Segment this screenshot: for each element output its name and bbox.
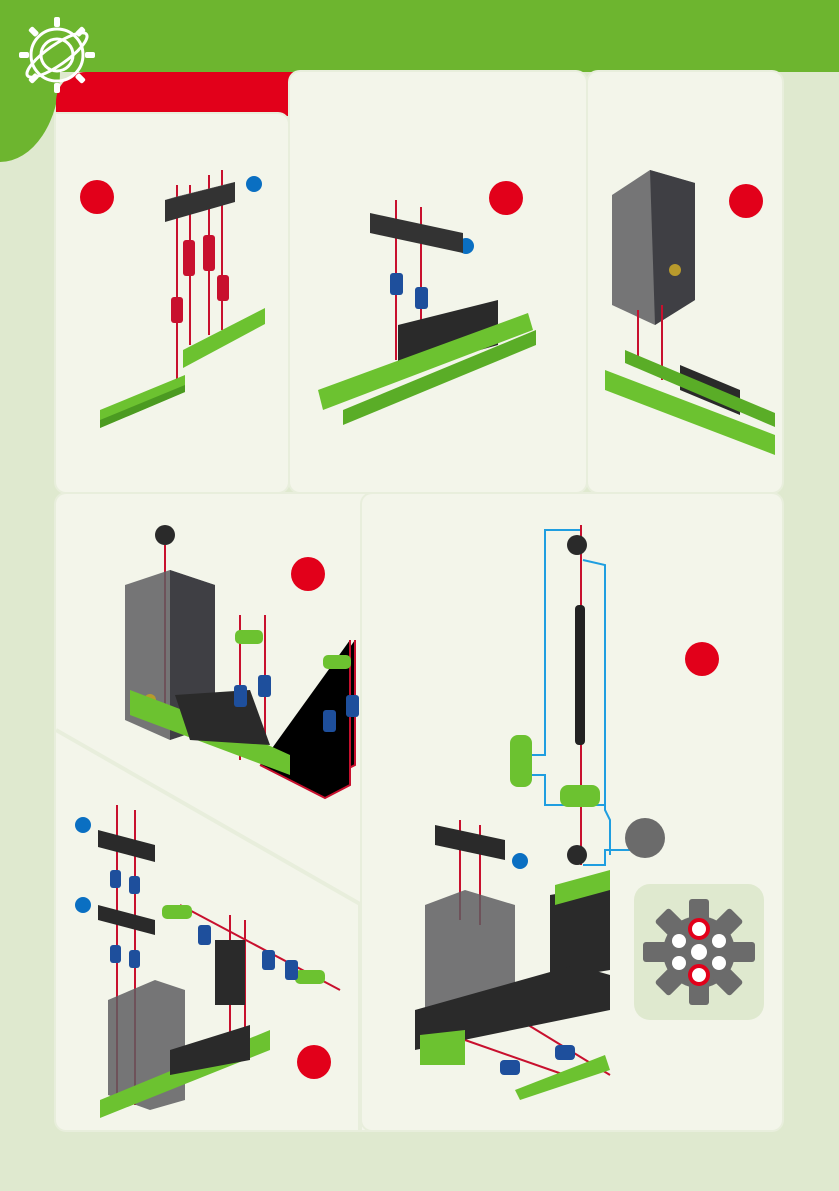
- side-c-marker: [75, 817, 91, 833]
- gear-detail-icon: [637, 887, 761, 1017]
- header-bar: [0, 0, 839, 72]
- step-1-illustration: [95, 160, 275, 440]
- side-d-marker: [75, 897, 91, 913]
- gear-globe-logo-icon: [14, 12, 100, 98]
- step-2-illustration: [318, 195, 548, 435]
- step-5-illustration: [90, 800, 350, 1130]
- step-3-illustration: [600, 165, 780, 465]
- step-4-illustration: [110, 515, 380, 805]
